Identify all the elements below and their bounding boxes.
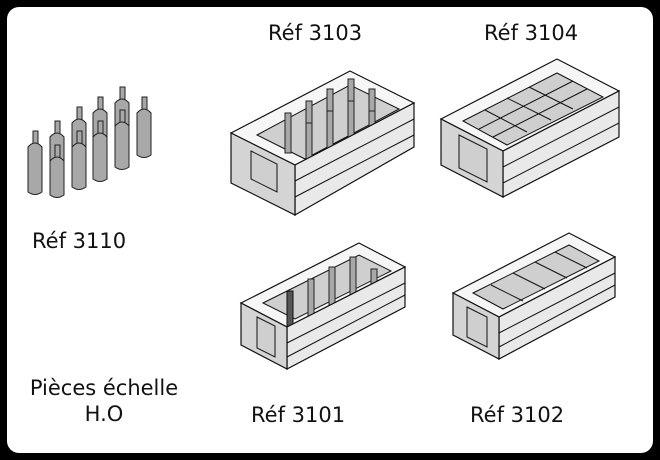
label-ref-3104: Réf 3104 [484, 21, 579, 45]
bottles-group-3110 [27, 86, 152, 198]
label-ref-3102: Réf 3102 [470, 403, 565, 427]
bottle [136, 96, 152, 158]
crate-3102 [451, 232, 617, 361]
label-ref-3103: Réf 3103 [268, 21, 363, 45]
bottle [71, 130, 87, 190]
bottle [27, 130, 43, 195]
crate-3104 [439, 58, 621, 198]
bottle [49, 144, 65, 198]
catalog-panel: Réf 3103 Réf 3104 Réf 3110 Réf 3101 Réf … [7, 7, 653, 453]
scale-caption: Pièces échelle H.O [29, 375, 179, 428]
illustration-canvas [27, 58, 621, 370]
bottle [92, 120, 108, 182]
bottle [114, 109, 130, 170]
crate-3101-bottles [286, 256, 378, 330]
label-ref-3101: Réf 3101 [251, 403, 346, 427]
crate-3103 [229, 70, 416, 217]
label-ref-3110: Réf 3110 [32, 229, 127, 253]
caption-line-1: Pièces échelle [29, 376, 179, 400]
caption-line-2: H.O [84, 402, 124, 427]
crate-3101 [239, 242, 407, 370]
